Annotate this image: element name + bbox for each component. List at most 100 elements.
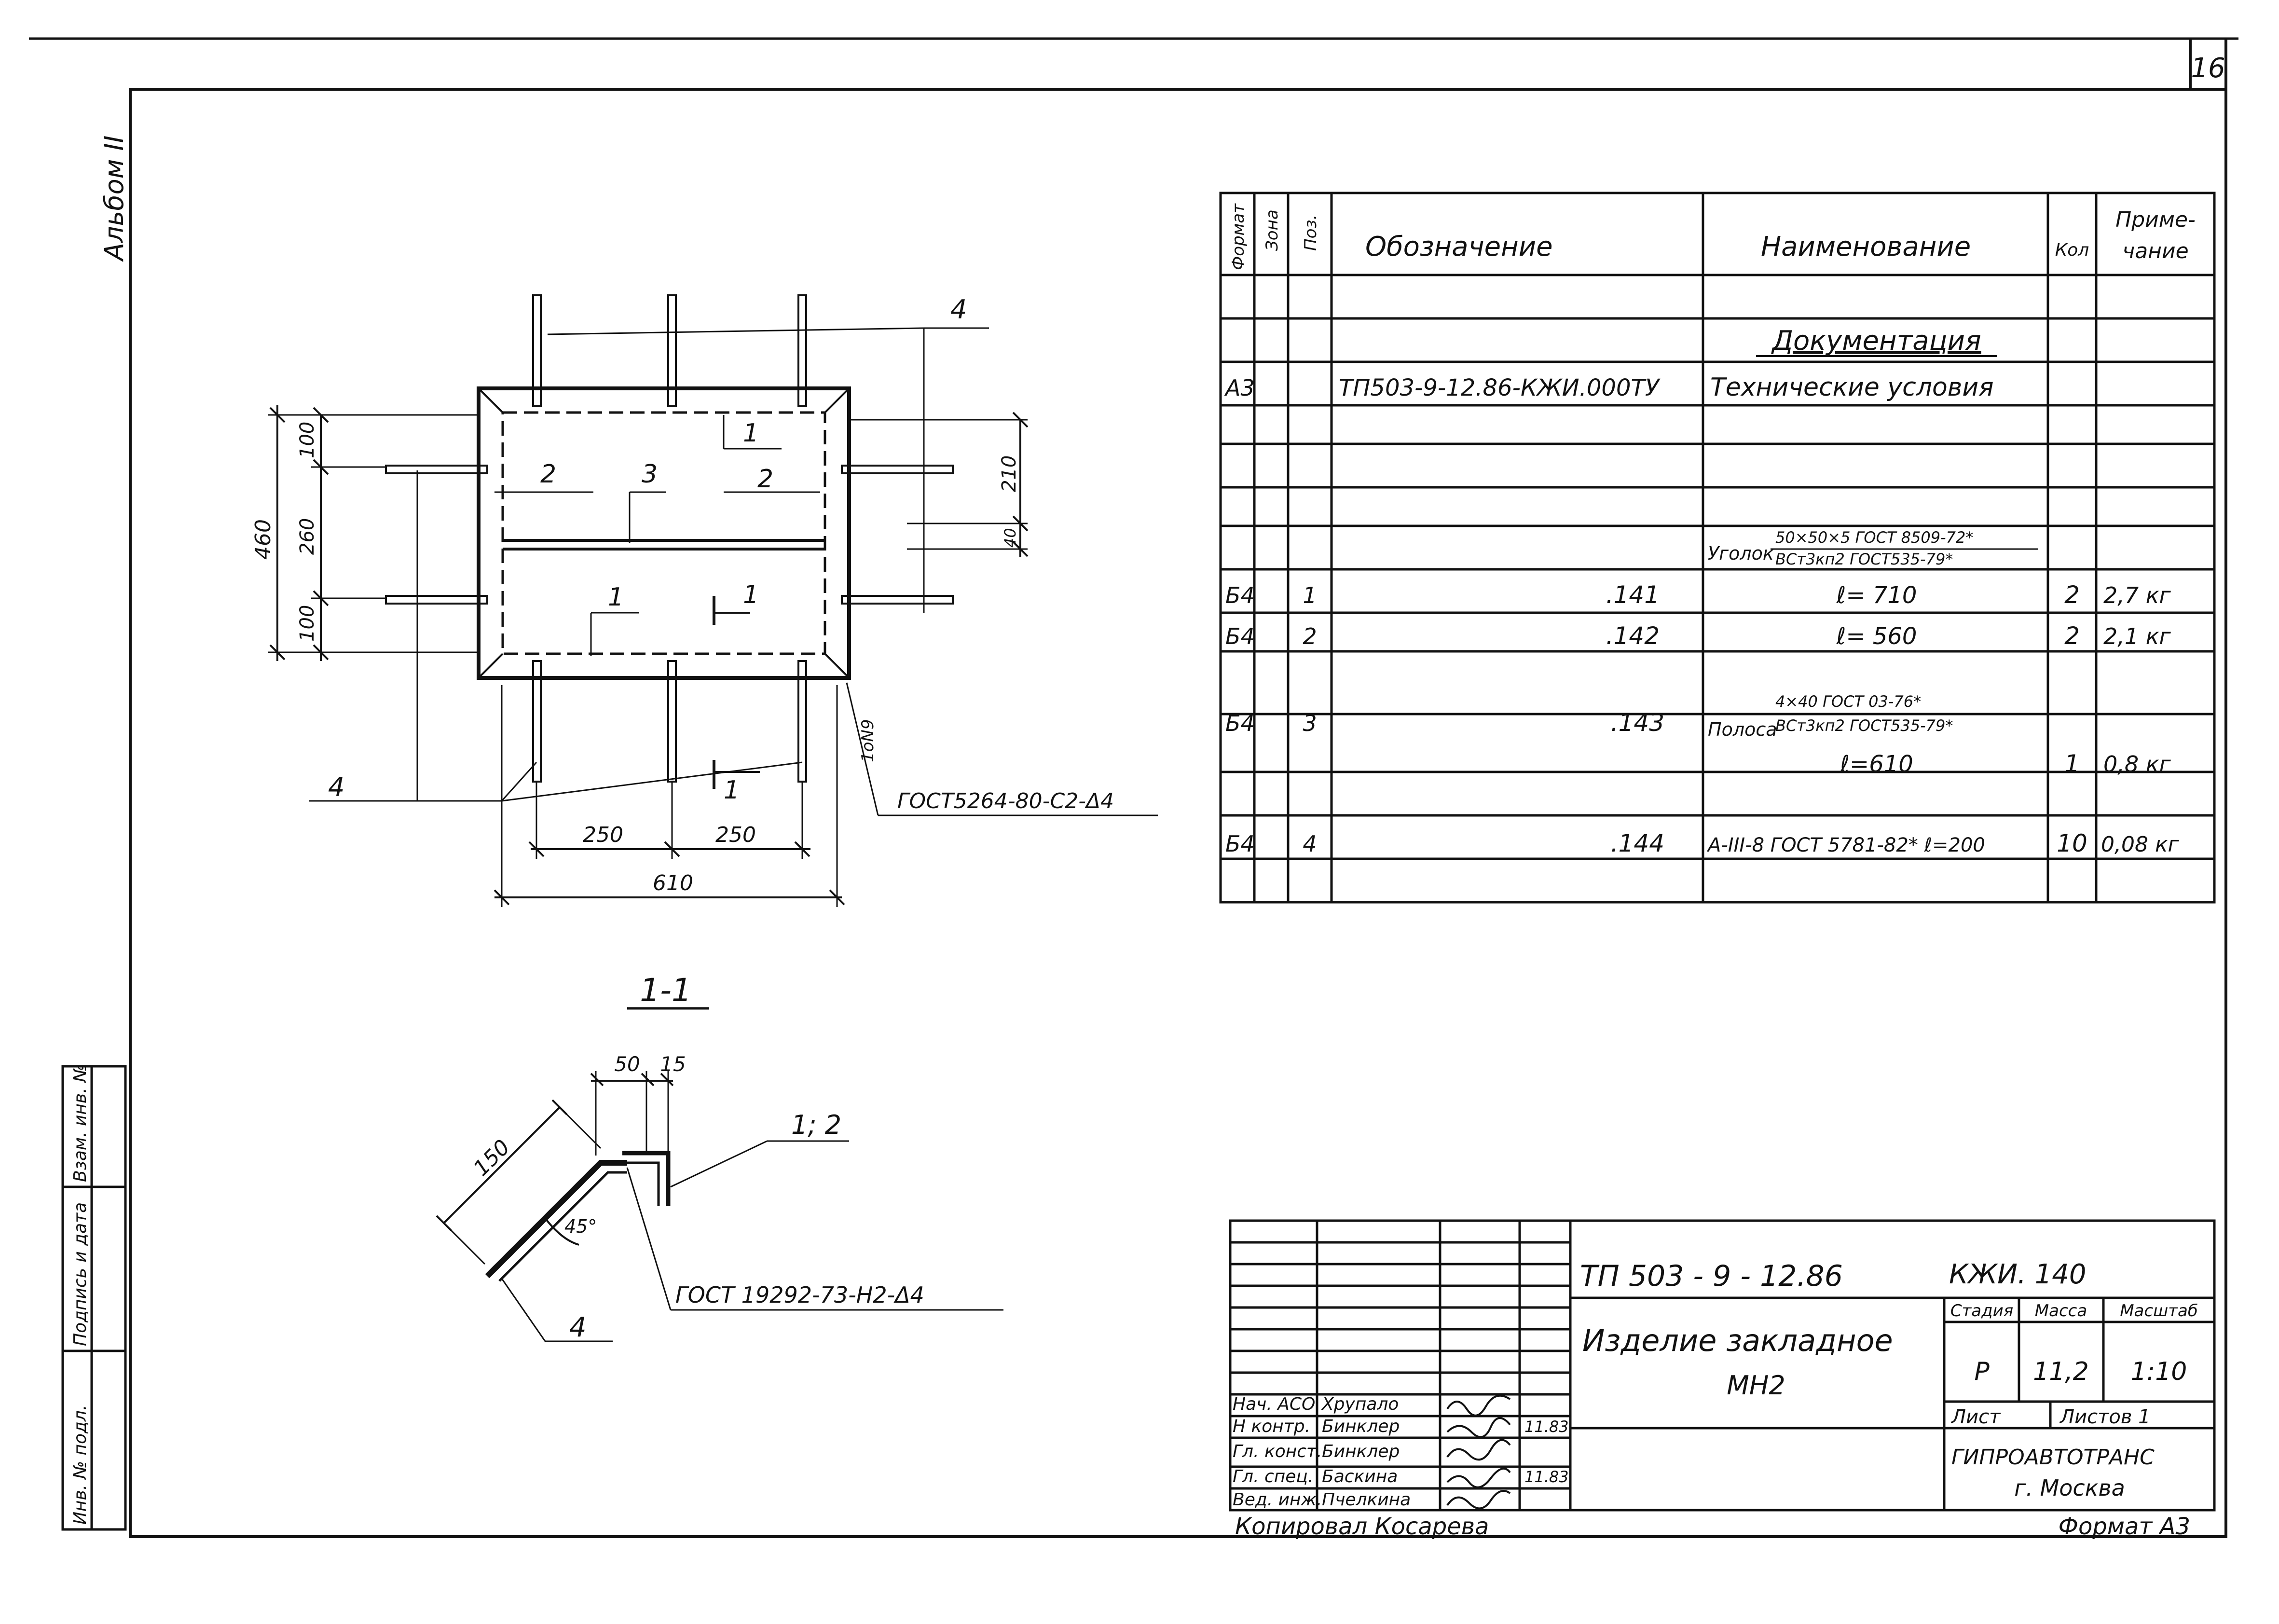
header-zone: Зона <box>1263 209 1282 251</box>
tb-item-name-2: МН2 <box>1727 1370 1785 1401</box>
row-2-format: Б4 <box>1225 623 1255 649</box>
sec-dim-50: 50 <box>614 1052 640 1076</box>
row-2-qty: 2 <box>2064 622 2080 650</box>
dim-460: 460 <box>251 519 275 560</box>
tb-sheet-code: КЖИ. 140 <box>1949 1259 2086 1290</box>
row-2-name: ℓ= 560 <box>1836 623 1917 650</box>
tb-scale-label: Масштаб <box>2120 1301 2198 1321</box>
label-pos1-mid: 1 <box>608 583 624 612</box>
tb-mass: 11,2 <box>2033 1357 2089 1386</box>
dim-250-right: 250 <box>715 823 756 847</box>
label-pos4-top: 4 <box>950 294 967 325</box>
row-1-designation: .141 <box>1606 581 1660 609</box>
tb-name-1: Хрупало <box>1321 1394 1399 1414</box>
side-label: Альбом II <box>99 136 129 262</box>
row-1-name: ℓ= 710 <box>1836 582 1917 609</box>
row-4-designation: .144 <box>1611 829 1664 857</box>
row-angle-bottom: ВСт3кп2 ГОСТ535-79* <box>1775 550 1953 568</box>
row-1-note: 2,7 кг <box>2103 582 2171 608</box>
tb-role-1: Нач. АСО <box>1233 1394 1315 1414</box>
row-tu-designation: ТП503-9-12.86-КЖИ.000ТУ <box>1339 374 1661 401</box>
left-strip <box>61 1065 127 1531</box>
row-3b-note: 0,8 кг <box>2103 751 2171 777</box>
tb-project-code: ТП 503 - 9 - 12.86 <box>1580 1259 1843 1293</box>
header-qty: Кол <box>2055 240 2089 260</box>
left-strip-inv: Инв. № подл. <box>70 1405 90 1525</box>
label-pos2-right: 2 <box>757 465 773 494</box>
header-pos: Поз. <box>1301 215 1320 251</box>
sheet-number: 16 <box>2191 53 2225 84</box>
dim-100-top: 100 <box>296 422 318 458</box>
row-4-qty: 10 <box>2057 829 2087 857</box>
sec-label-4: 4 <box>569 1312 587 1343</box>
row-angle-label: Уголок <box>1708 543 1774 564</box>
tb-org-2: г. Москва <box>2014 1475 2125 1501</box>
dim-260: 260 <box>296 518 318 555</box>
label-pos3: 3 <box>642 460 658 489</box>
tb-date-4: 11.83 <box>1524 1468 1569 1486</box>
left-strip-replace: Взам. инв. № <box>70 1064 90 1182</box>
label-pos4-bottom: 4 <box>328 772 344 802</box>
dim-40: 40 <box>1001 528 1019 548</box>
dim-100-bottom: 100 <box>296 605 318 642</box>
tb-name-5: Пчелкина <box>1322 1490 1411 1510</box>
row-tu-name: Технические условия <box>1710 373 1994 402</box>
tb-name-3: Бинклер <box>1322 1442 1400 1461</box>
label-sec1-mid: 1 <box>743 580 759 609</box>
row-4-format: Б4 <box>1225 831 1255 857</box>
row-documentation-name: Документация <box>1771 325 1981 357</box>
row-angle-top: 50×50×5 ГОСТ 8509-72* <box>1775 528 1973 547</box>
row-3-pos: 3 <box>1303 710 1317 736</box>
tb-mass-label: Масса <box>2035 1301 2087 1321</box>
tb-stage-label: Стадия <box>1950 1301 2013 1321</box>
label-weld-count: 1оN9 <box>858 719 878 763</box>
row-3-designation: .143 <box>1611 709 1664 737</box>
spec-table-grid <box>1219 192 2216 904</box>
tb-scale: 1:10 <box>2131 1357 2187 1386</box>
row-3-format: Б4 <box>1225 710 1255 736</box>
tb-sheet-label: Лист <box>1950 1406 2001 1428</box>
row-4-name: А-III-8 ГОСТ 5781-82* ℓ=200 <box>1706 834 1985 856</box>
header-designation: Обозначение <box>1365 231 1553 262</box>
row-2-note: 2,1 кг <box>2103 623 2171 649</box>
tb-role-5: Вед. инж. <box>1233 1490 1322 1510</box>
format-label: Формат А3 <box>2059 1513 2190 1540</box>
row-2-designation: .142 <box>1606 622 1660 650</box>
tb-role-2: Н контр. <box>1233 1417 1310 1436</box>
tb-name-2: Бинклер <box>1322 1417 1400 1436</box>
tb-name-4: Баскина <box>1322 1467 1398 1486</box>
tb-role-4: Гл. спец. <box>1233 1467 1313 1486</box>
row-2-pos: 2 <box>1303 623 1317 649</box>
header-note-1: Приме- <box>2115 207 2196 232</box>
plan-view <box>268 294 1158 907</box>
sheet-frame <box>29 37 2238 1538</box>
sec-angle: 45° <box>564 1216 597 1237</box>
header-format: Формат <box>1229 203 1248 270</box>
tb-role-3: Гл. конст. <box>1233 1442 1322 1461</box>
row-4-note: 0,08 кг <box>2101 832 2180 857</box>
header-name: Наименование <box>1761 231 1971 262</box>
weld-note-plan: ГОСТ5264-80-С2-Δ4 <box>897 789 1114 813</box>
dim-250-left: 250 <box>583 823 623 847</box>
tb-org-1: ГИПРОАВТОТРАНС <box>1951 1445 2155 1470</box>
row-1-qty: 2 <box>2064 581 2080 609</box>
row-3-label: Полоса <box>1708 719 1777 740</box>
sec-label-12: 1; 2 <box>791 1110 841 1140</box>
title-block-grid <box>1229 1219 2216 1512</box>
row-4-pos: 4 <box>1303 831 1317 857</box>
dim-610: 610 <box>653 871 693 895</box>
tb-date-2: 11.83 <box>1524 1418 1569 1436</box>
label-pos1-top: 1 <box>743 419 759 448</box>
row-tu-format: А3 <box>1224 375 1255 401</box>
label-pos2-left: 2 <box>540 460 556 489</box>
sec-dim-15: 15 <box>660 1052 686 1076</box>
row-3b-name: ℓ=610 <box>1840 751 1913 778</box>
row-3-top: 4×40 ГОСТ 03-76* <box>1775 692 1921 711</box>
dim-210: 210 <box>998 455 1020 492</box>
section-title: 1-1 <box>640 972 692 1009</box>
label-sec1-bottom: 1 <box>724 776 740 805</box>
tb-stage: Р <box>1974 1357 1990 1386</box>
header-note-2: чание <box>2122 239 2188 263</box>
left-strip-sign: Подпись и дата <box>70 1202 90 1346</box>
